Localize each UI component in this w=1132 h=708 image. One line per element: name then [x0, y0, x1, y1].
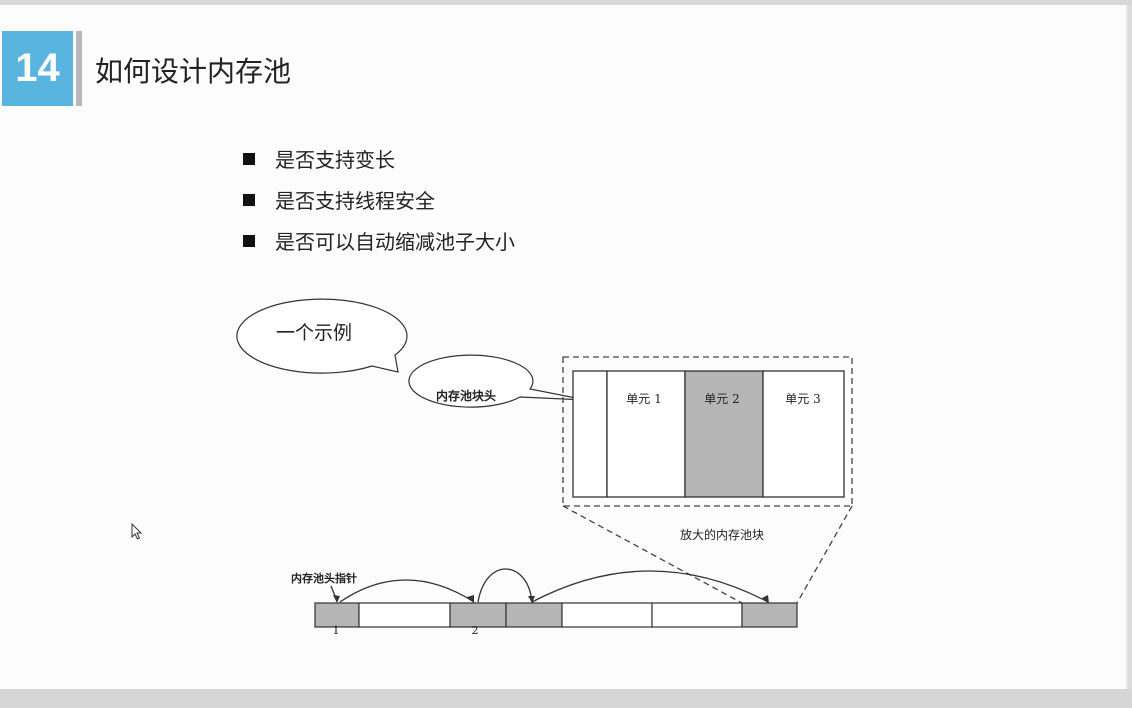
zoom-block-header	[572, 370, 608, 498]
slide-title: 如何设计内存池	[95, 55, 292, 88]
header-bubble-shape	[408, 354, 587, 408]
square-bullet-icon	[243, 152, 255, 165]
bullet-item: 是否可以自动缩减池子大小	[243, 220, 515, 261]
top-bar	[0, 0, 1132, 5]
header-bubble-text: 内存池块头	[436, 388, 496, 403]
link-arrow-3	[531, 570, 769, 603]
pool-block-3	[505, 602, 563, 628]
arrowhead	[528, 596, 535, 603]
arrowhead	[467, 595, 474, 603]
bullet-text: 是否支持变长	[275, 148, 395, 172]
zoom-cell-3-label: 单元 3	[785, 392, 820, 406]
pool-block-1-label: 1	[333, 624, 340, 637]
pool-cells	[358, 602, 451, 628]
bullet-text: 是否可以自动缩减池子大小	[275, 230, 515, 254]
square-bullet-icon	[243, 234, 255, 247]
slide-number-divider	[76, 31, 82, 106]
bullet-item: 是否支持线程安全	[243, 179, 515, 220]
pool-cells	[561, 602, 653, 628]
zoom-cell-3	[762, 370, 845, 498]
zoom-cell-2	[684, 370, 764, 498]
head-pointer-label: 内存池头指针	[291, 571, 357, 585]
pool-block-2-label: 2	[472, 624, 479, 637]
link-arrow-2	[477, 568, 533, 603]
zoom-projection-right	[796, 505, 853, 604]
example-bubble-shape	[236, 298, 408, 374]
link-arrow-1	[339, 579, 475, 603]
arrowhead	[333, 595, 340, 603]
zoom-cell-1-label: 单元 1	[626, 392, 661, 406]
pool-block-4	[741, 602, 798, 628]
mouse-cursor-icon	[131, 523, 143, 540]
slide-number-badge: 14	[2, 31, 73, 106]
bullet-text: 是否支持线程安全	[275, 189, 435, 213]
bottom-bar	[0, 689, 1132, 708]
zoom-frame	[562, 356, 853, 507]
zoom-caption: 放大的内存池块	[680, 527, 764, 542]
zoom-cell-1	[606, 370, 686, 498]
bullet-item: 是否支持变长	[243, 138, 515, 179]
pool-cells	[651, 602, 743, 628]
example-bubble-text: 一个示例	[276, 322, 352, 344]
zoom-cell-2-label: 单元 2	[704, 392, 739, 406]
bullet-list: 是否支持变长 是否支持线程安全 是否可以自动缩减池子大小	[243, 138, 515, 261]
arrowhead	[762, 595, 769, 603]
square-bullet-icon	[243, 193, 255, 206]
slide	[0, 5, 1128, 689]
zoom-projection-left	[562, 505, 743, 604]
